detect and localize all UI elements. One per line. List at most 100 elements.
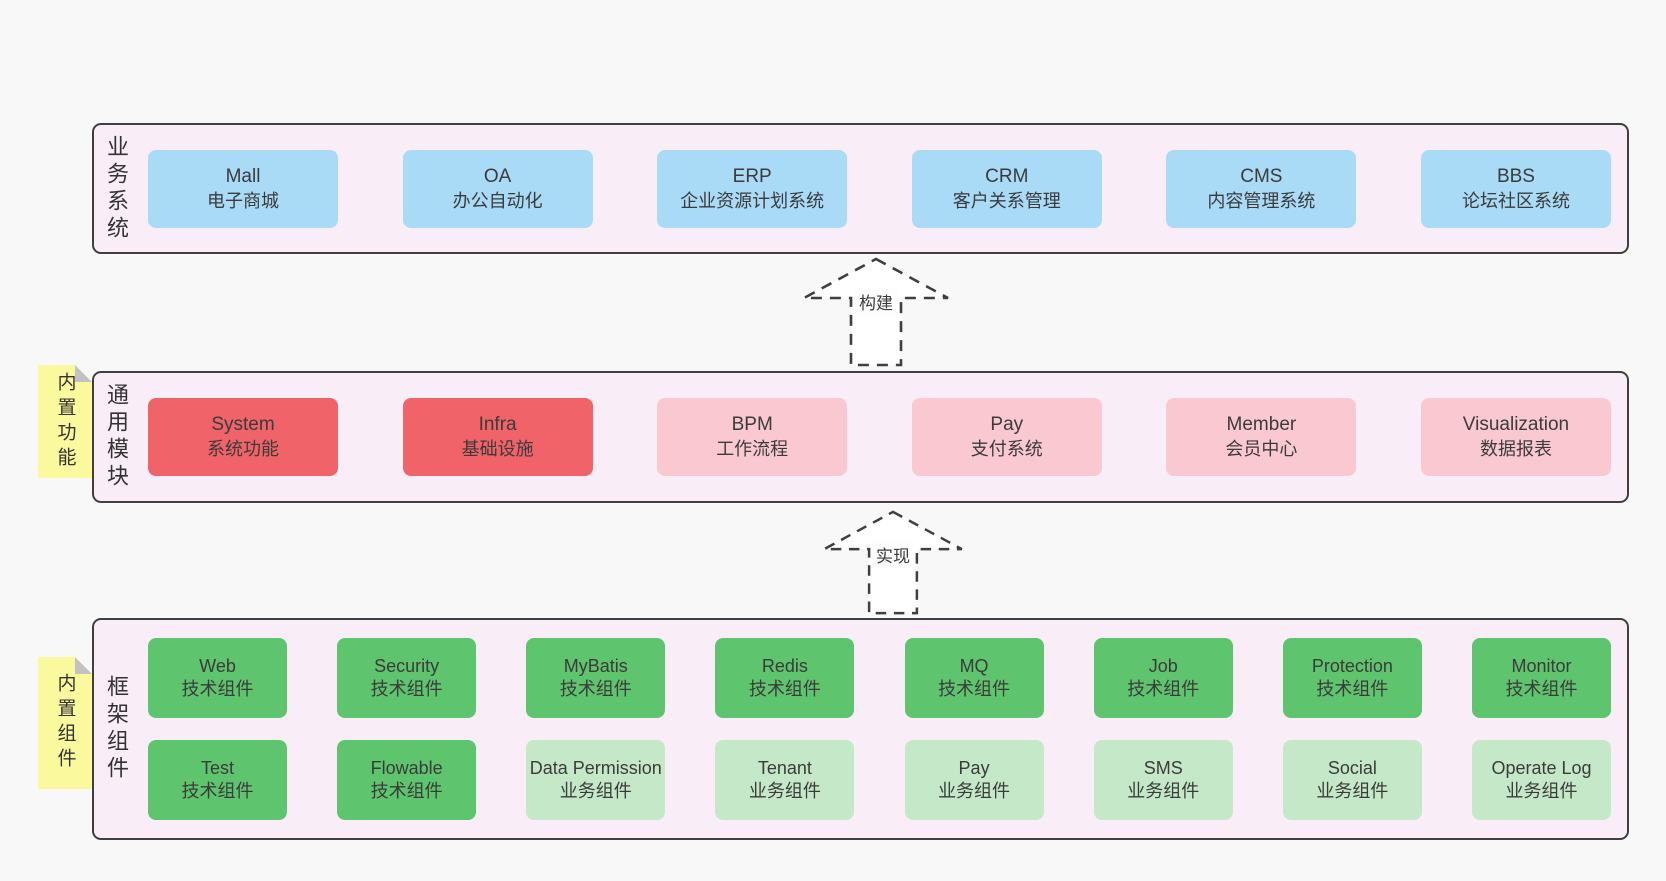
box-security: Security 技术组件 — [337, 638, 477, 718]
box-desc: 业务组件 — [1505, 781, 1578, 801]
band-label-text: 通用模块 — [104, 383, 129, 491]
box-name: MyBatis — [563, 656, 628, 676]
box-name: System — [211, 414, 275, 435]
box-operate-log: Operate Log 业务组件 — [1471, 740, 1611, 820]
box-name: Protection — [1311, 656, 1393, 676]
box-name: Flowable — [370, 758, 443, 778]
band-label-text: 框架组件 — [104, 675, 129, 783]
box-name: Social — [1327, 758, 1377, 778]
box-desc: 技术组件 — [1127, 679, 1200, 699]
box-name: Monitor — [1511, 656, 1572, 676]
box-name: Operate Log — [1491, 758, 1592, 778]
box-data-permission: Data Permission 业务组件 — [526, 740, 666, 820]
framework-components-rows: Web 技术组件 Security 技术组件 MyBatis 技术组件 Redi… — [138, 620, 1627, 838]
box-bbs: BBS 论坛社区系统 — [1420, 149, 1611, 228]
box-desc: 技术组件 — [748, 679, 821, 699]
box-member: Member 会员中心 — [1166, 398, 1357, 476]
sticky-note-built-in-components: 内置组件 — [38, 657, 92, 789]
arrow-implement-label: 实现 — [872, 541, 914, 568]
sticky-text: 内置组件 — [54, 673, 76, 773]
box-desc: 系统功能 — [207, 439, 279, 459]
band-label-common-modules: 通用模块 — [94, 373, 138, 501]
box-desc: 基础设施 — [461, 439, 534, 459]
box-name: Security — [374, 656, 440, 676]
box-desc: 支付系统 — [970, 439, 1043, 459]
box-desc: 论坛社区系统 — [1461, 190, 1570, 211]
band-label-business-systems: 业务系统 — [94, 125, 138, 252]
band-common-modules: 通用模块 System 系统功能 Infra 基础设施 BPM 工作流程 Pay… — [92, 371, 1629, 503]
box-desc: 办公自动化 — [452, 190, 543, 211]
box-tenant: Tenant 业务组件 — [715, 740, 855, 820]
box-desc: 内容管理系统 — [1207, 190, 1316, 211]
box-desc: 技术组件 — [370, 679, 443, 699]
box-name: BPM — [731, 414, 773, 435]
framework-row-2: Test 技术组件 Flowable 技术组件 Data Permission … — [148, 740, 1611, 820]
box-desc: 业务组件 — [748, 781, 821, 801]
box-system: System 系统功能 — [148, 398, 338, 476]
box-crm: CRM 客户关系管理 — [911, 149, 1102, 228]
box-desc: 业务组件 — [1127, 781, 1200, 801]
box-desc: 技术组件 — [370, 781, 443, 801]
framework-row-1: Web 技术组件 Security 技术组件 MyBatis 技术组件 Redi… — [148, 638, 1611, 718]
box-name: Test — [200, 758, 234, 778]
box-name: CRM — [985, 165, 1029, 187]
box-name: Web — [199, 656, 236, 676]
box-desc: 会员中心 — [1225, 439, 1298, 459]
box-name: Redis — [761, 656, 808, 676]
box-name: Member — [1226, 414, 1297, 435]
box-protection: Protection 技术组件 — [1282, 638, 1422, 718]
box-web: Web 技术组件 — [148, 638, 287, 718]
box-mybatis: MyBatis 技术组件 — [526, 638, 666, 718]
box-monitor: Monitor 技术组件 — [1471, 638, 1611, 718]
sticky-note-built-in-features: 内置功能 — [38, 365, 92, 478]
box-pay-system: Pay 支付系统 — [911, 398, 1102, 476]
box-desc: 电子商城 — [207, 190, 279, 211]
box-visualization: Visualization 数据报表 — [1420, 398, 1611, 476]
box-cms: CMS 内容管理系统 — [1166, 149, 1357, 228]
box-name: BBS — [1496, 165, 1535, 187]
box-redis: Redis 技术组件 — [715, 638, 855, 718]
box-name: Data Permission — [529, 758, 662, 778]
business-systems-boxes: Mall 电子商城 OA 办公自动化 ERP 企业资源计划系统 CRM 客户关系… — [138, 125, 1627, 252]
box-pay-component: Pay 业务组件 — [904, 740, 1044, 820]
box-name: ERP — [732, 165, 772, 187]
box-sms: SMS 业务组件 — [1093, 740, 1233, 820]
band-label-text: 业务系统 — [104, 134, 129, 243]
box-job: Job 技术组件 — [1093, 638, 1233, 718]
box-desc: 数据报表 — [1479, 439, 1552, 459]
arrow-build-label: 构建 — [855, 288, 897, 315]
box-name: Tenant — [757, 758, 812, 778]
box-oa: OA 办公自动化 — [402, 149, 593, 228]
box-desc: 客户关系管理 — [952, 190, 1061, 211]
box-desc: 技术组件 — [181, 781, 254, 801]
common-modules-boxes: System 系统功能 Infra 基础设施 BPM 工作流程 Pay 支付系统… — [138, 373, 1627, 501]
folded-corner-icon — [75, 365, 92, 382]
box-name: Pay — [958, 758, 990, 778]
box-name: Visualization — [1462, 414, 1570, 435]
box-test: Test 技术组件 — [148, 740, 287, 820]
box-name: CMS — [1240, 165, 1283, 187]
box-name: OA — [483, 165, 512, 187]
arrow-build: 构建 — [801, 256, 951, 368]
box-flowable: Flowable 技术组件 — [337, 740, 477, 820]
box-desc: 技术组件 — [938, 679, 1011, 699]
box-name: Mall — [225, 165, 261, 187]
box-name: Pay — [990, 414, 1024, 435]
box-desc: 技术组件 — [1505, 679, 1578, 699]
band-label-framework-components: 框架组件 — [94, 620, 138, 838]
box-desc: 工作流程 — [716, 439, 789, 459]
box-desc: 业务组件 — [1316, 781, 1389, 801]
box-social: Social 业务组件 — [1282, 740, 1422, 820]
box-desc: 业务组件 — [559, 781, 632, 801]
arrow-implement: 实现 — [818, 509, 968, 616]
box-desc: 业务组件 — [938, 781, 1011, 801]
box-desc: 技术组件 — [1316, 679, 1389, 699]
box-desc: 技术组件 — [559, 679, 632, 699]
sticky-text: 内置功能 — [54, 371, 76, 472]
band-business-systems: 业务系统 Mall 电子商城 OA 办公自动化 ERP 企业资源计划系统 CRM… — [92, 123, 1629, 254]
box-name: MQ — [959, 656, 989, 676]
box-desc: 企业资源计划系统 — [680, 190, 825, 211]
box-mq: MQ 技术组件 — [904, 638, 1044, 718]
folded-corner-icon — [75, 657, 92, 674]
